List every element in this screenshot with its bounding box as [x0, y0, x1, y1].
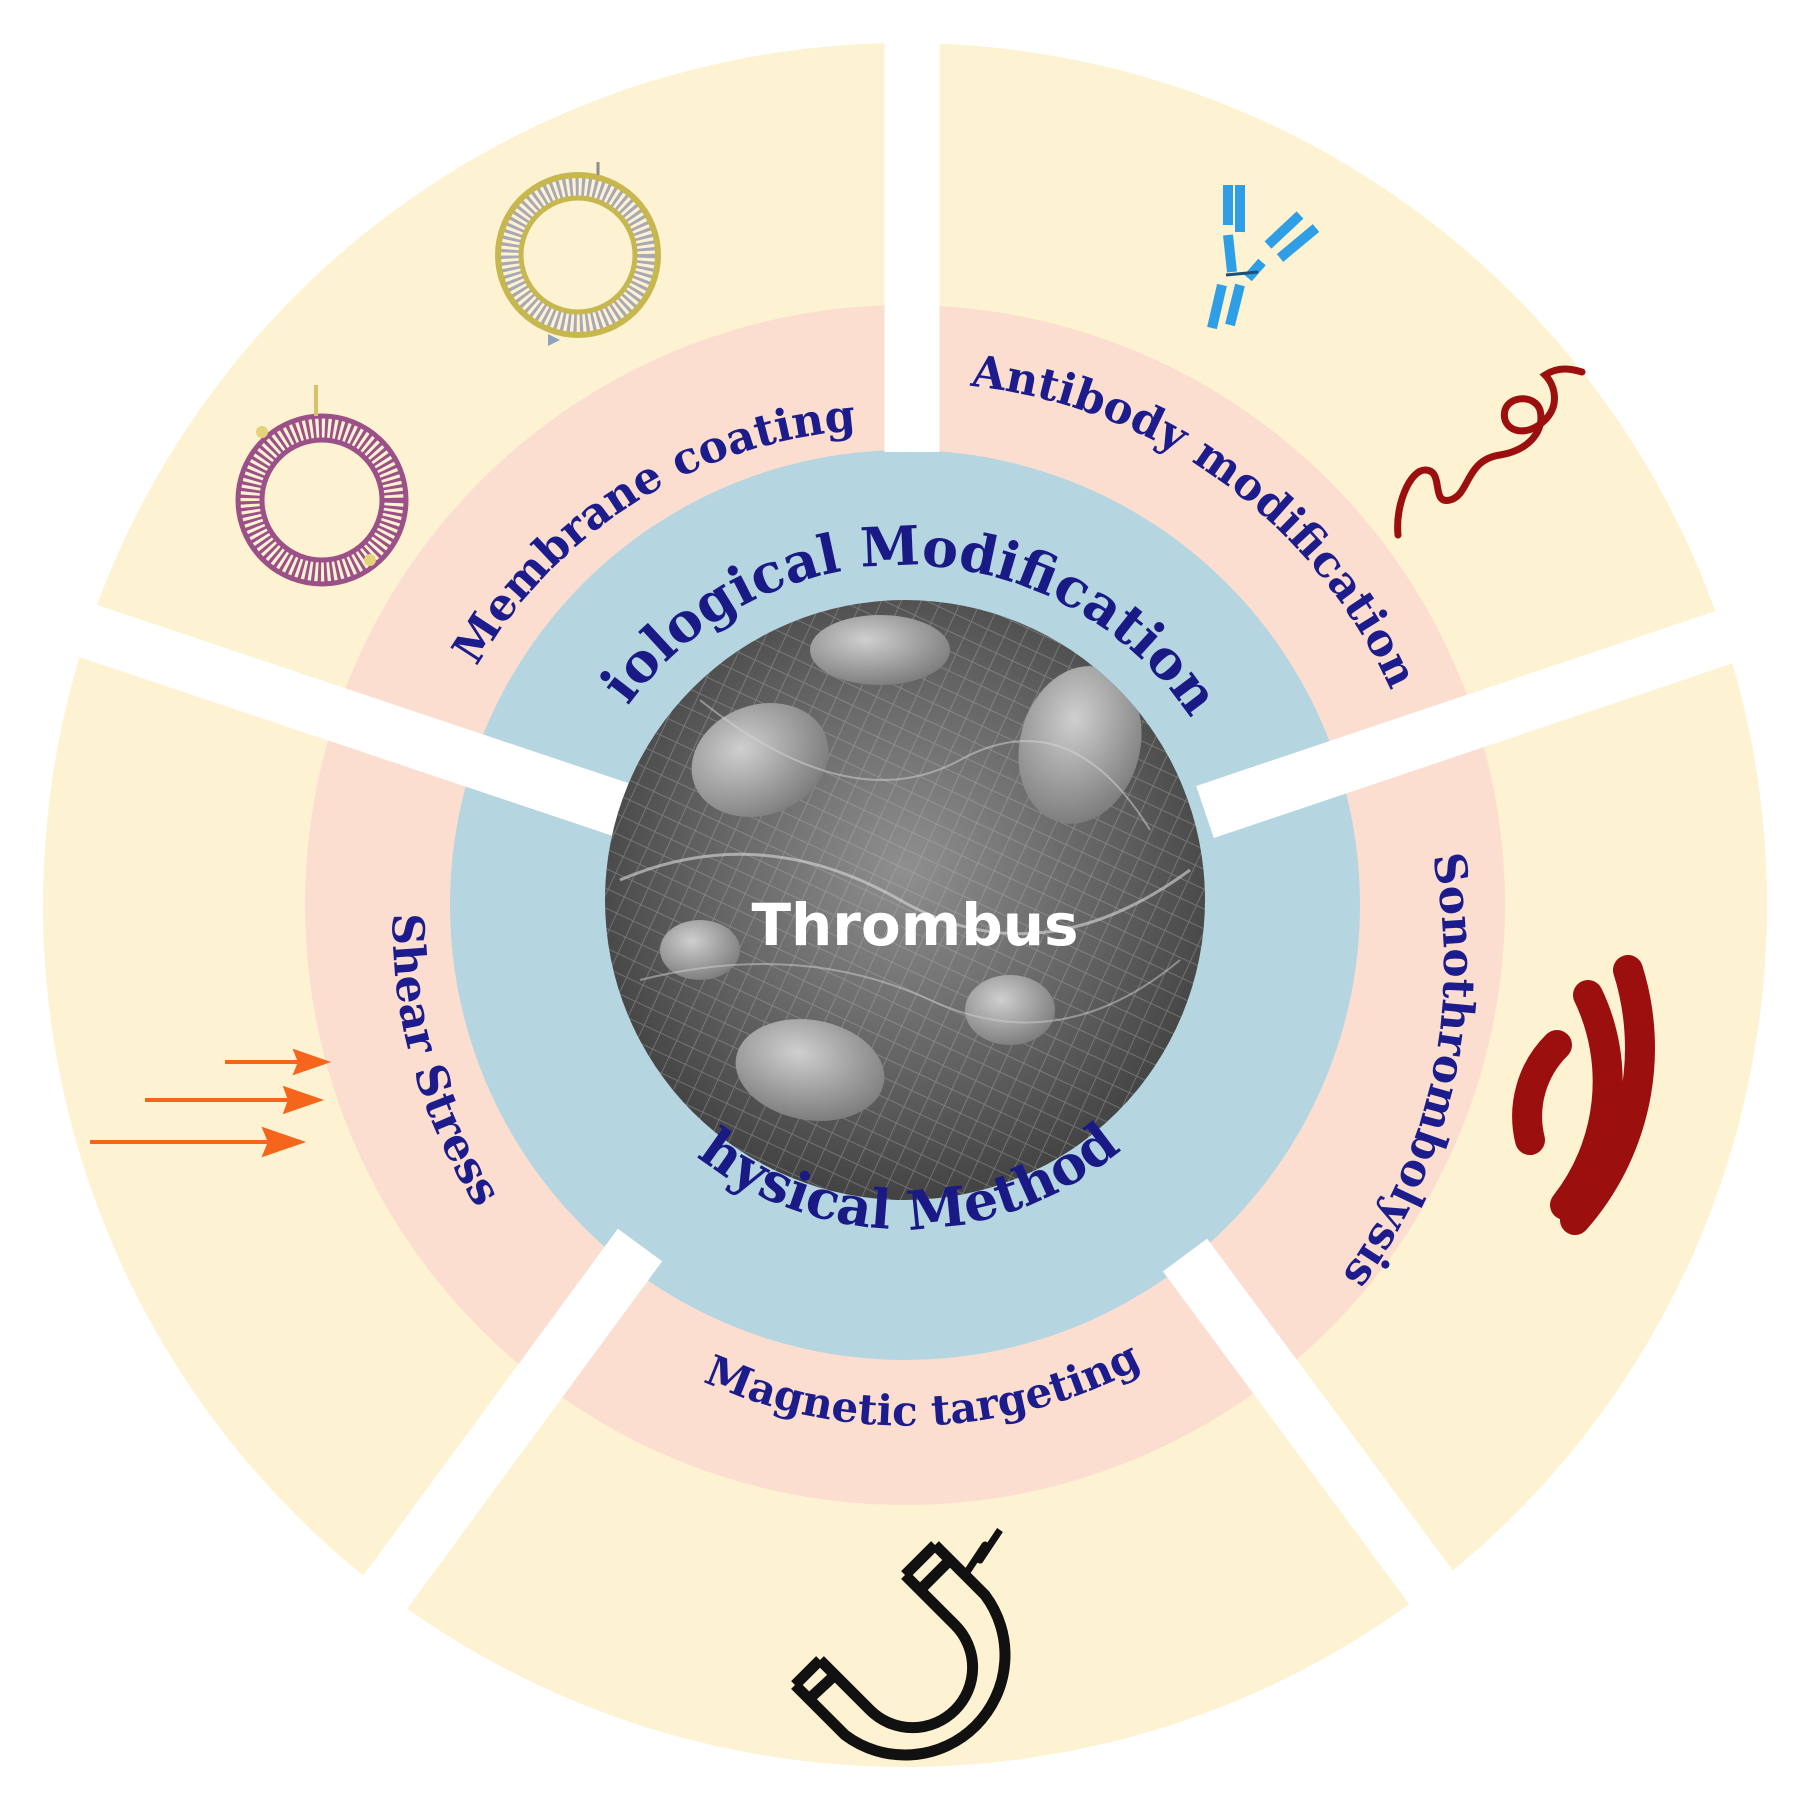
- center-label: Thrombus: [751, 891, 1078, 959]
- thrombus-micrograph: [605, 600, 1205, 1200]
- peptide-strand-icon: [1394, 365, 1586, 539]
- divider-bottom-right: [1162, 1238, 1493, 1657]
- sector-dividers: [76, 0, 1784, 1657]
- divider-left: [76, 603, 637, 839]
- magnet-icon: [791, 1528, 1011, 1761]
- flow-arrows-icon: [90, 1048, 332, 1158]
- liposome-icon: [235, 385, 409, 587]
- ultrasound-wave-icon: [1512, 955, 1655, 1235]
- divider-bottom-left: [327, 1228, 663, 1657]
- divider-right: [1196, 593, 1784, 839]
- liposome-icon-2: [495, 162, 661, 346]
- antibody-icon: [1207, 185, 1320, 330]
